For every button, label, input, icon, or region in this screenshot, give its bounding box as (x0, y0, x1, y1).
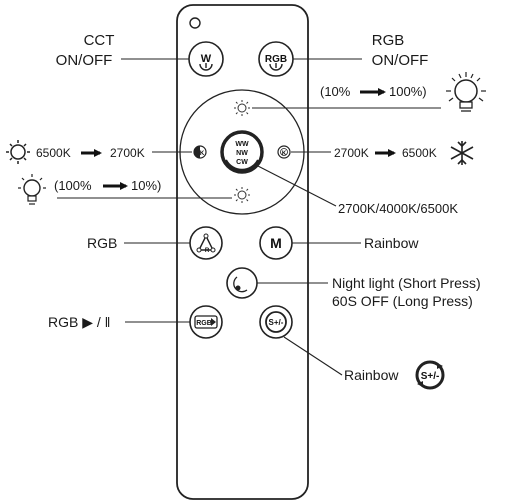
cct-toggle-button[interactable]: WW NW CW (220, 130, 264, 174)
callout-warm-to: 2700K (110, 146, 145, 160)
callout-rainbow-mode: Rainbow (364, 235, 419, 251)
svg-text:K: K (282, 151, 287, 157)
speed-icon-label: S+/- (421, 371, 440, 382)
rgb-mode-button[interactable]: R (189, 226, 223, 260)
speed-button[interactable]: S+/- (259, 305, 293, 339)
callout-cct: CCT (84, 32, 115, 49)
callout-rgb-play-pause: RGB ▶ / ‖ (48, 314, 110, 330)
cct-toggle-ww: WW (235, 141, 249, 148)
cool-cct-button[interactable]: K (277, 145, 291, 159)
callout-bright-down-from: (100% (54, 178, 92, 193)
snowflake-icon (450, 141, 474, 165)
indicator-led (189, 17, 201, 29)
svg-text:R: R (205, 248, 210, 254)
rgb-power-button-label: RGB (265, 54, 287, 65)
callout-cool-from: 2700K (334, 146, 369, 160)
callout-bright-up-to: 100%) (389, 84, 427, 99)
warm-cct-button[interactable]: K (193, 145, 207, 159)
sun-icon (6, 140, 30, 164)
speed-button-label: S+/- (269, 318, 284, 327)
callout-rainbow-speed: Rainbow (344, 367, 399, 383)
callout-cool-to: 6500K (402, 146, 437, 160)
brightness-down-button[interactable] (234, 187, 250, 203)
cct-toggle-cw: CW (236, 159, 248, 166)
lightbulb-bright-icon (446, 72, 486, 112)
speed-icon: S+/- (415, 360, 445, 390)
callout-rgb: RGB (372, 32, 405, 49)
cct-toggle-nw: NW (236, 150, 248, 157)
rgb-play-pause-label: RGB (196, 320, 212, 327)
callout-bright-down-to: 10%) (131, 178, 161, 193)
callout-cct-toggle: 2700K/4000K/6500K (338, 201, 458, 216)
cct-power-button[interactable]: W (188, 41, 224, 77)
cct-power-button-label: W (201, 53, 212, 65)
callout-warm-from: 6500K (36, 146, 71, 160)
leader-speed (283, 336, 343, 376)
rgb-power-button[interactable]: RGB (258, 41, 294, 77)
rgb-play-pause-button[interactable]: RGB (189, 305, 223, 339)
mode-m-button-label: M (270, 235, 282, 251)
callout-bright-up-from: (10% (320, 84, 351, 99)
mode-m-button[interactable]: M (259, 226, 293, 260)
callout-night-short: Night light (Short Press) (332, 275, 481, 291)
leader-cct-toggle (255, 164, 337, 207)
callout-rgb-onoff: ON/OFF (372, 52, 429, 69)
callout-cct-onoff: ON/OFF (56, 52, 113, 69)
leader-lines (57, 58, 441, 376)
night-light-button[interactable] (226, 267, 258, 299)
callout-night-long: 60S OFF (Long Press) (332, 293, 473, 309)
svg-text:K: K (200, 151, 205, 157)
brightness-up-button[interactable] (234, 100, 250, 116)
lightbulb-dim-icon (18, 174, 46, 205)
callout-rgb-mode: RGB (87, 235, 117, 251)
